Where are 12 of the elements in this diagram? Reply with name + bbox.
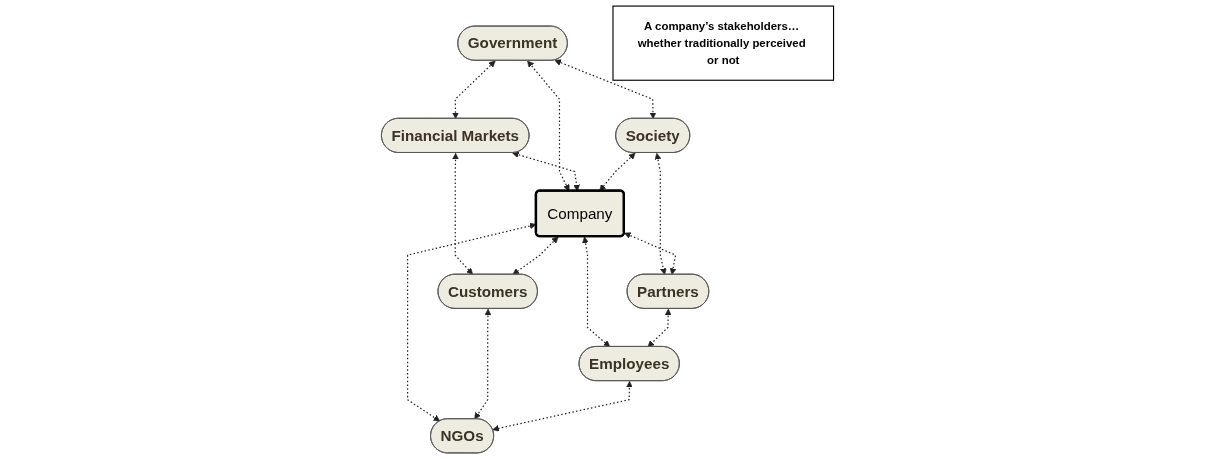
arrow <box>582 236 611 348</box>
arrow <box>452 60 496 119</box>
arrow <box>452 152 473 275</box>
arrow <box>654 152 667 275</box>
arrow <box>554 59 657 119</box>
node-box: A company’s stakeholders… whether traditionally perceived or not <box>612 5 835 81</box>
arrow <box>406 222 537 422</box>
arrow <box>474 308 492 420</box>
arrow <box>492 381 633 432</box>
arrow <box>512 236 559 275</box>
arrow <box>624 232 677 275</box>
arrow <box>647 308 672 348</box>
